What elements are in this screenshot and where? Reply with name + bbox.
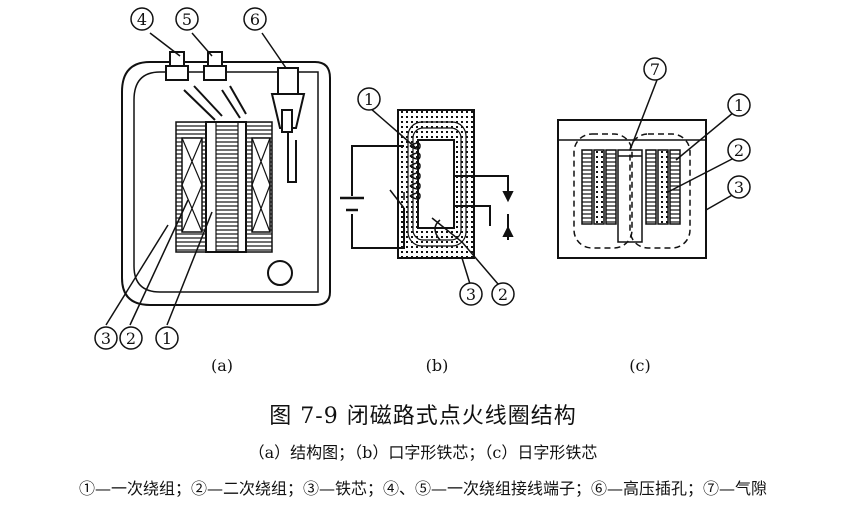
panel-c-caption: (c) [629,356,650,375]
callout-c-1: 1 [734,96,744,115]
panel-a-caption: (a) [211,356,233,375]
callout-1: 1 [162,329,172,348]
panel-c [557,79,735,259]
callout-4: 4 [137,10,147,29]
figure-legend: ①—一次绕组；②—二次绕组；③—铁芯；④、⑤—一次绕组接线端子；⑥—高压插孔；⑦… [78,479,767,498]
panel-b-callouts: 1 3 2 (b) [357,87,515,375]
callout-b-2: 2 [498,285,508,304]
panel-b-caption: (b) [426,356,449,375]
callout-c-2: 2 [734,141,744,160]
callout-3: 3 [101,329,111,348]
panel-c-callouts: 7 1 2 3 (c) [629,57,751,375]
callout-c-7: 7 [650,60,660,79]
callout-b-3: 3 [466,285,476,304]
panel-b [340,107,514,285]
panel-a [105,32,331,326]
ignition-coil-diagram: 4 5 6 3 2 1 (a) [94,7,751,375]
callout-c-3: 3 [734,178,744,197]
figure-subtitle: （a）结构图；（b）口字形铁芯；（c）日字形铁芯 [248,443,598,462]
panel-a-callouts: 4 5 6 3 2 1 (a) [94,7,267,375]
callout-6: 6 [250,10,260,29]
callout-2: 2 [126,329,136,348]
figure-title: 图 7-9 闭磁路式点火线圈结构 [269,404,577,429]
callout-b-1: 1 [364,90,374,109]
callout-5: 5 [182,10,192,29]
